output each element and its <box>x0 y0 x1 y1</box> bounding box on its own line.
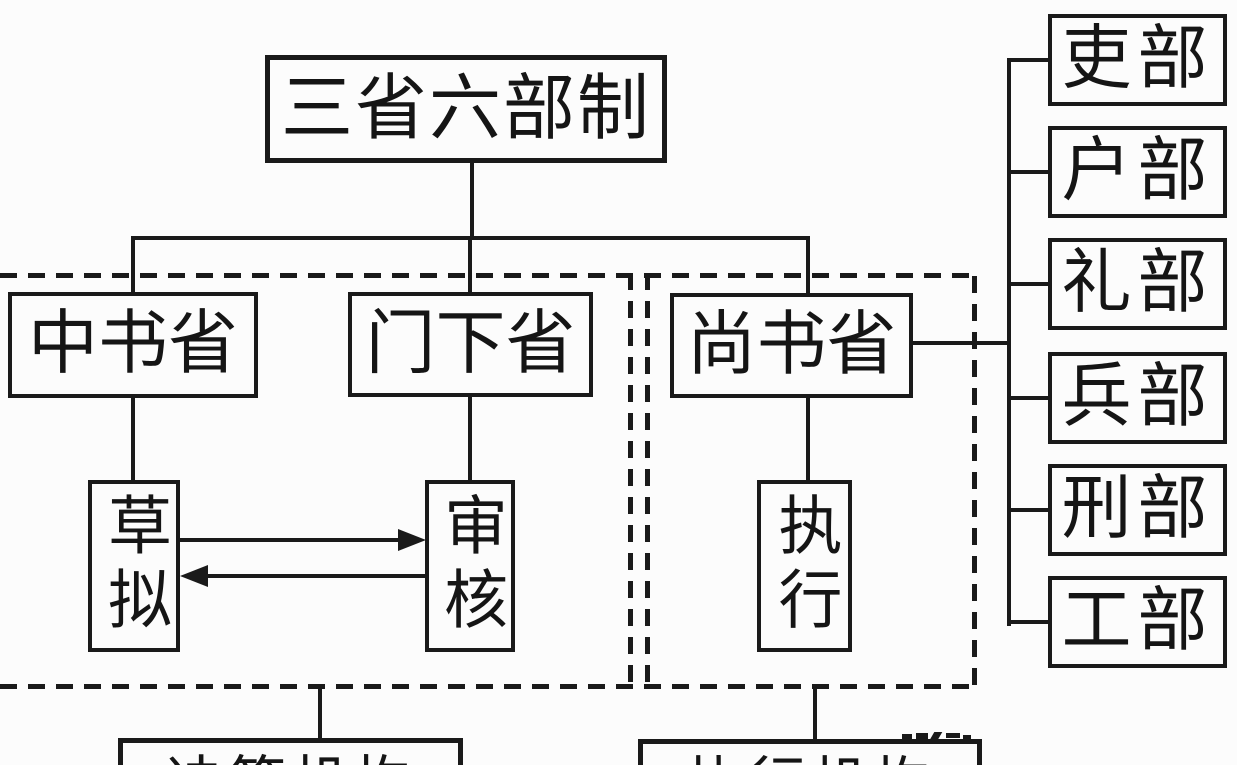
ministry-label: 户部 <box>1061 133 1214 210</box>
function-label: 审核 <box>435 492 506 640</box>
arrow-draft-to-review-line <box>180 538 402 542</box>
department-box-shangshusheng: 尚书省 <box>670 293 913 398</box>
department-box-menxiasheng: 门下省 <box>348 292 593 397</box>
connector-branch-to-shangshu <box>806 236 810 295</box>
department-label: 中书省 <box>28 306 238 383</box>
connector-spine-lǐbu <box>1007 282 1050 286</box>
connector-title-to-branch <box>470 163 474 239</box>
ministry-box-rites: 礼部 <box>1048 238 1227 330</box>
connector-shangshu-to-spine <box>911 341 1011 345</box>
connector-zhongshu-to-caoni <box>131 397 135 482</box>
department-box-zhongshusheng: 中书省 <box>8 292 258 398</box>
bottom-label: 决策机构 <box>166 755 414 765</box>
function-label: 执行 <box>769 492 841 640</box>
watermark-marks <box>900 731 972 743</box>
connector-spine-xingbu <box>1007 508 1050 512</box>
connector-spine-bingbu <box>1007 396 1050 400</box>
connector-shangshu-to-zhixing <box>806 397 810 482</box>
dashed-bottom-edge <box>0 684 977 689</box>
dashed-right-edge <box>972 276 977 689</box>
function-label: 草拟 <box>99 492 170 640</box>
connector-branch-to-menxia <box>468 236 472 294</box>
dashed-divider-right <box>645 273 650 689</box>
diagram-title: 三省六部制 <box>280 69 651 149</box>
ministry-box-war: 兵部 <box>1048 352 1227 444</box>
connector-to-executive-box <box>813 689 817 741</box>
connector-spine-libu <box>1007 58 1050 62</box>
ministry-box-justice: 刑部 <box>1048 464 1227 556</box>
dashed-top-edge <box>0 273 975 278</box>
ministry-label: 吏部 <box>1061 21 1214 98</box>
ministry-label: 工部 <box>1061 583 1214 660</box>
watermark-mark <box>963 735 971 739</box>
connector-menxia-to-shenhe <box>468 396 472 482</box>
ministries-spine-line <box>1007 58 1011 626</box>
arrow-review-to-draft-line <box>202 574 425 578</box>
ministry-label: 刑部 <box>1061 471 1214 548</box>
ministry-box-personnel: 吏部 <box>1048 14 1227 106</box>
connector-spine-hubu <box>1007 170 1050 174</box>
arrow-left-icon <box>180 565 208 587</box>
department-label: 尚书省 <box>686 306 897 384</box>
function-box-review: 审核 <box>425 480 515 652</box>
connector-to-decision-box <box>318 689 322 740</box>
bottom-label: 执行机构 <box>686 756 934 765</box>
ministry-box-works: 工部 <box>1048 576 1227 668</box>
ministry-label: 礼部 <box>1061 245 1214 322</box>
ministry-box-revenue: 户部 <box>1048 126 1227 218</box>
watermark-mark <box>946 733 960 738</box>
connector-branch-to-zhongshu <box>131 236 135 294</box>
connector-spine-gongbu <box>1007 620 1050 624</box>
function-box-execute: 执行 <box>757 480 852 652</box>
arrow-right-icon <box>398 529 426 551</box>
bottom-box-executive-organ: 执行机构 <box>638 739 982 765</box>
watermark-mark <box>916 733 928 740</box>
title-box: 三省六部制 <box>265 55 667 163</box>
watermark-mark <box>902 734 912 740</box>
ministry-label: 兵部 <box>1061 359 1214 436</box>
function-box-draft: 草拟 <box>88 480 180 652</box>
dashed-divider-left <box>628 273 633 689</box>
department-label: 门下省 <box>365 305 576 383</box>
bottom-box-decision-organ: 决策机构 <box>118 738 463 765</box>
watermark-mark <box>929 732 943 740</box>
